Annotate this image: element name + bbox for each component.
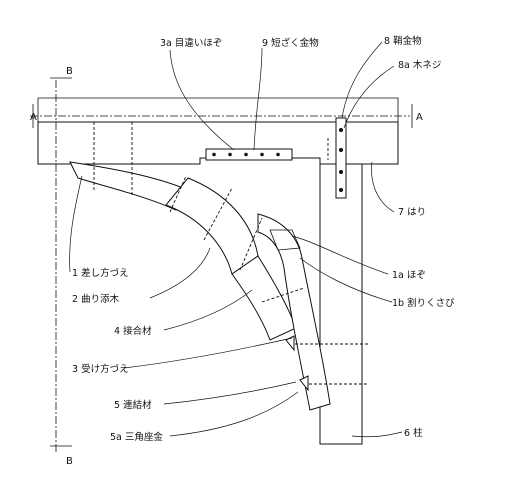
leader-1b [299, 257, 393, 303]
leader-2 [149, 247, 211, 299]
label-brace-3: 3 受け方づえ [72, 363, 129, 375]
leader-7 [371, 161, 395, 213]
strap-hardware-9 [205, 148, 293, 161]
label-brace-1: 1 差し方づえ [72, 267, 129, 279]
label-wedge-1b: 1b 割りくさび [392, 297, 455, 309]
section-mark-b-bottom: B [66, 456, 73, 467]
leader-5 [163, 381, 297, 405]
corner-hardware-8 [335, 117, 347, 199]
tenon-1a [269, 229, 301, 251]
strap-bolts [212, 152, 280, 157]
label-plate-5a: 5a 三角座金 [110, 431, 163, 443]
leader-3a [169, 49, 235, 151]
label-post-6: 6 柱 [404, 427, 423, 439]
label-beam-7: 7 はり [398, 207, 426, 218]
receiving-brace-3 [257, 213, 331, 411]
label-curved-2: 2 曲り添木 [72, 293, 120, 305]
leader-5a [169, 391, 299, 437]
connector-5-a [169, 175, 187, 213]
label-strap-9: 9 短ざく金物 [262, 37, 319, 49]
label-corner-8: 8 鞘金物 [384, 35, 422, 47]
label-joint-4: 4 接合材 [114, 325, 152, 337]
section-mark-a-right: A [416, 112, 423, 123]
section-mark-a-left: A [30, 112, 37, 123]
leader-3 [123, 337, 293, 369]
leader-9 [253, 47, 263, 151]
leader-4 [163, 289, 253, 331]
label-screw-8a: 8a 木ネジ [398, 59, 441, 71]
leader-1a [291, 235, 389, 275]
leader-8a [343, 65, 395, 129]
triangular-washer-5a-2 [299, 375, 309, 392]
beam-section-band [37, 97, 399, 122]
connector-5-c [239, 217, 263, 271]
leader-8 [341, 41, 383, 119]
label-mortise-3a: 3a 目違いほぞ [160, 37, 222, 49]
leader-6 [351, 431, 403, 438]
label-connector-5: 5 連結材 [114, 399, 152, 411]
leader-1 [69, 175, 83, 273]
beam-7 [37, 121, 399, 165]
triangular-washer-5a-1 [285, 335, 295, 352]
section-mark-b-top: B [66, 66, 73, 77]
label-tenon-1a: 1a ほぞ [392, 270, 426, 281]
screw-marks-8a [339, 128, 343, 192]
connector-5-d [261, 287, 305, 303]
